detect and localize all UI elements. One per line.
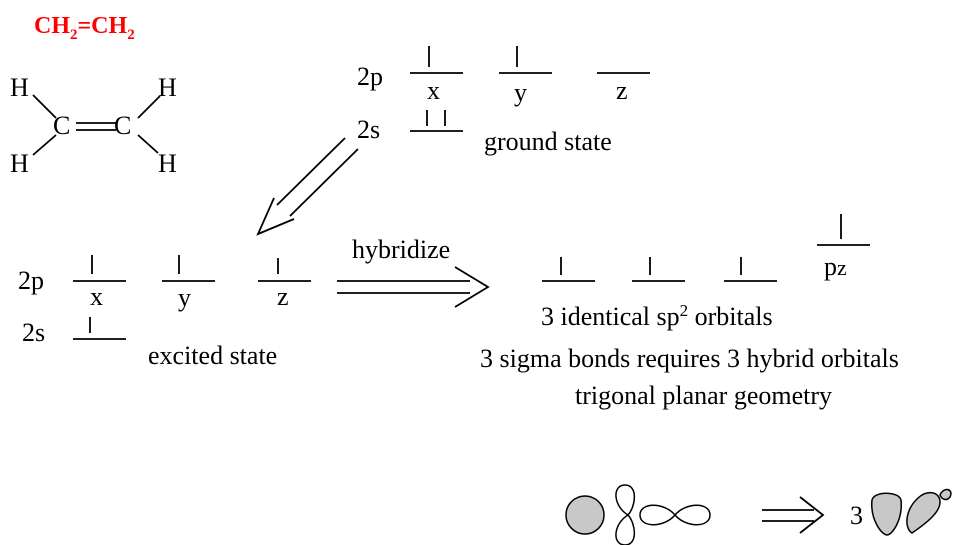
pz-label: pz xyxy=(824,254,847,280)
formula-sub-2: 2 xyxy=(127,26,135,43)
excited-orbital-z: z xyxy=(277,282,289,311)
atom-h-bottom-left: H xyxy=(10,149,29,178)
hybridize-label: hybridize xyxy=(352,235,451,264)
molecule-formula: CH2=CH2 xyxy=(34,14,135,43)
ground-2s-label: 2s xyxy=(357,115,381,144)
excited-2s-label: 2s xyxy=(22,318,46,347)
identical-sup: 2 xyxy=(679,301,689,320)
identical-pre: 3 identical sp xyxy=(541,302,680,331)
hybridize-arrow xyxy=(337,266,490,308)
formula-mid: =CH xyxy=(77,13,128,39)
formula-sub-1: 2 xyxy=(70,26,78,43)
pz-orbital-shape xyxy=(615,484,636,545)
formula-base: CH xyxy=(34,13,70,39)
px-orbital-shape xyxy=(639,504,711,526)
geometry-text: trigonal planar geometry xyxy=(575,381,833,410)
excited-orbital-x: x xyxy=(90,282,103,311)
bond-ch-top-right xyxy=(137,95,161,119)
identical-orbitals-text: 3 identical sp2 orbitals xyxy=(541,301,773,331)
atom-h-bottom-right: H xyxy=(158,149,177,178)
sigma-bonds-text: 3 sigma bonds requires 3 hybrid orbitals xyxy=(480,344,899,373)
ground-orbital-x: x xyxy=(427,76,440,105)
excited-state-caption: excited state xyxy=(148,341,278,370)
atom-c-right: C xyxy=(114,111,132,140)
s-orbital-shape xyxy=(565,495,605,535)
ground-to-excited-arrow xyxy=(256,137,359,236)
atom-h-top-right: H xyxy=(158,73,177,102)
shapes-arrow xyxy=(762,496,825,534)
hybrid-count-label: 3 xyxy=(850,501,863,530)
atom-h-top-left: H xyxy=(10,73,29,102)
ground-2p-label: 2p xyxy=(357,62,383,91)
pz-p: p xyxy=(824,252,837,281)
bond-ch-top-left xyxy=(32,94,57,119)
sp2-lobe-small-back xyxy=(939,488,952,501)
bond-ch-bottom-left xyxy=(32,134,57,156)
ground-orbital-y: y xyxy=(514,78,527,107)
bond-ch-bottom-right xyxy=(137,134,159,154)
identical-post: orbitals xyxy=(688,302,773,331)
ground-state-caption: ground state xyxy=(484,127,612,156)
pz-subscript: z xyxy=(837,255,847,280)
excited-orbital-y: y xyxy=(178,283,191,312)
ground-orbital-z: z xyxy=(616,76,628,105)
atom-c-left: C xyxy=(53,111,71,140)
excited-2p-label: 2p xyxy=(18,266,44,295)
sp2-lobe-shape-2 xyxy=(906,491,941,534)
sp2-lobe-shape-1 xyxy=(871,492,902,536)
